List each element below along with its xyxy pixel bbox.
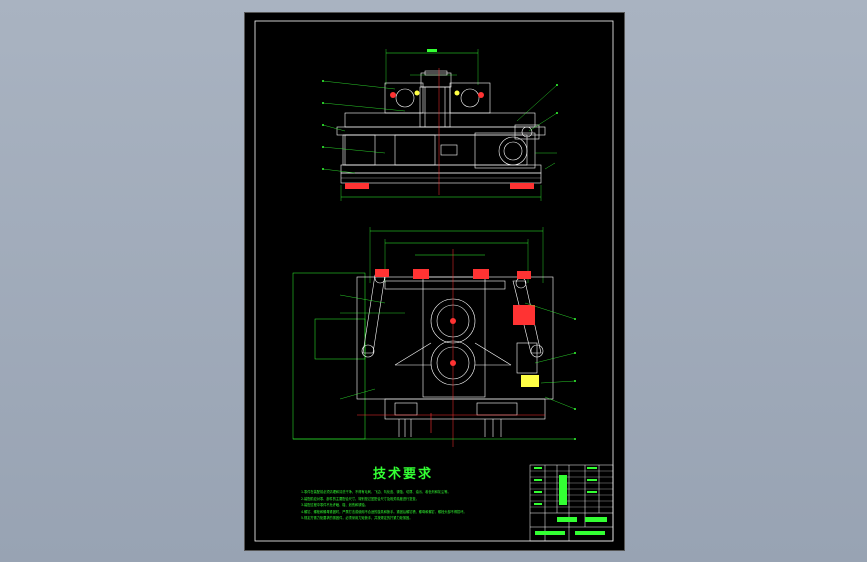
tech-requirements-title: 技术要求: [373, 467, 434, 482]
tech-note: 4.螺钉、螺栓和螺母紧固时，严禁打击或使用不合适的旋具和扳手。紧固后螺钉槽、螺母…: [301, 509, 467, 514]
front-view: [322, 49, 558, 201]
tech-note: 2.装配前应对零、部件的主要配合尺寸，特别是过盈配合尺寸及相关精度进行复查。: [301, 496, 419, 501]
drawing-frame: [254, 20, 614, 542]
cad-drawing: [254, 20, 614, 542]
tech-requirements-notes: 1.零件在装配前必须清理和清洗干净，不得有毛刺、飞边、氧化皮、锈蚀、切屑、油污、…: [301, 489, 526, 522]
drawing-sheet: 技术要求 1.零件在装配前必须清理和清洗干净，不得有毛刺、飞边、氧化皮、锈蚀、切…: [244, 12, 625, 551]
title-block: [529, 464, 614, 542]
tech-note: 5.规定拧紧力矩要求的紧固件，必须采用力矩扳手，并按规定的拧紧力矩紧固。: [301, 516, 413, 520]
tech-note: 1.零件在装配前必须清理和清洗干净，不得有毛刺、飞边、氧化皮、锈蚀、切屑、油污、…: [301, 490, 451, 494]
tech-note: 3.装配过程中零件不允许磕、碰、划伤和锈蚀。: [301, 503, 368, 507]
side-view: [292, 227, 576, 447]
